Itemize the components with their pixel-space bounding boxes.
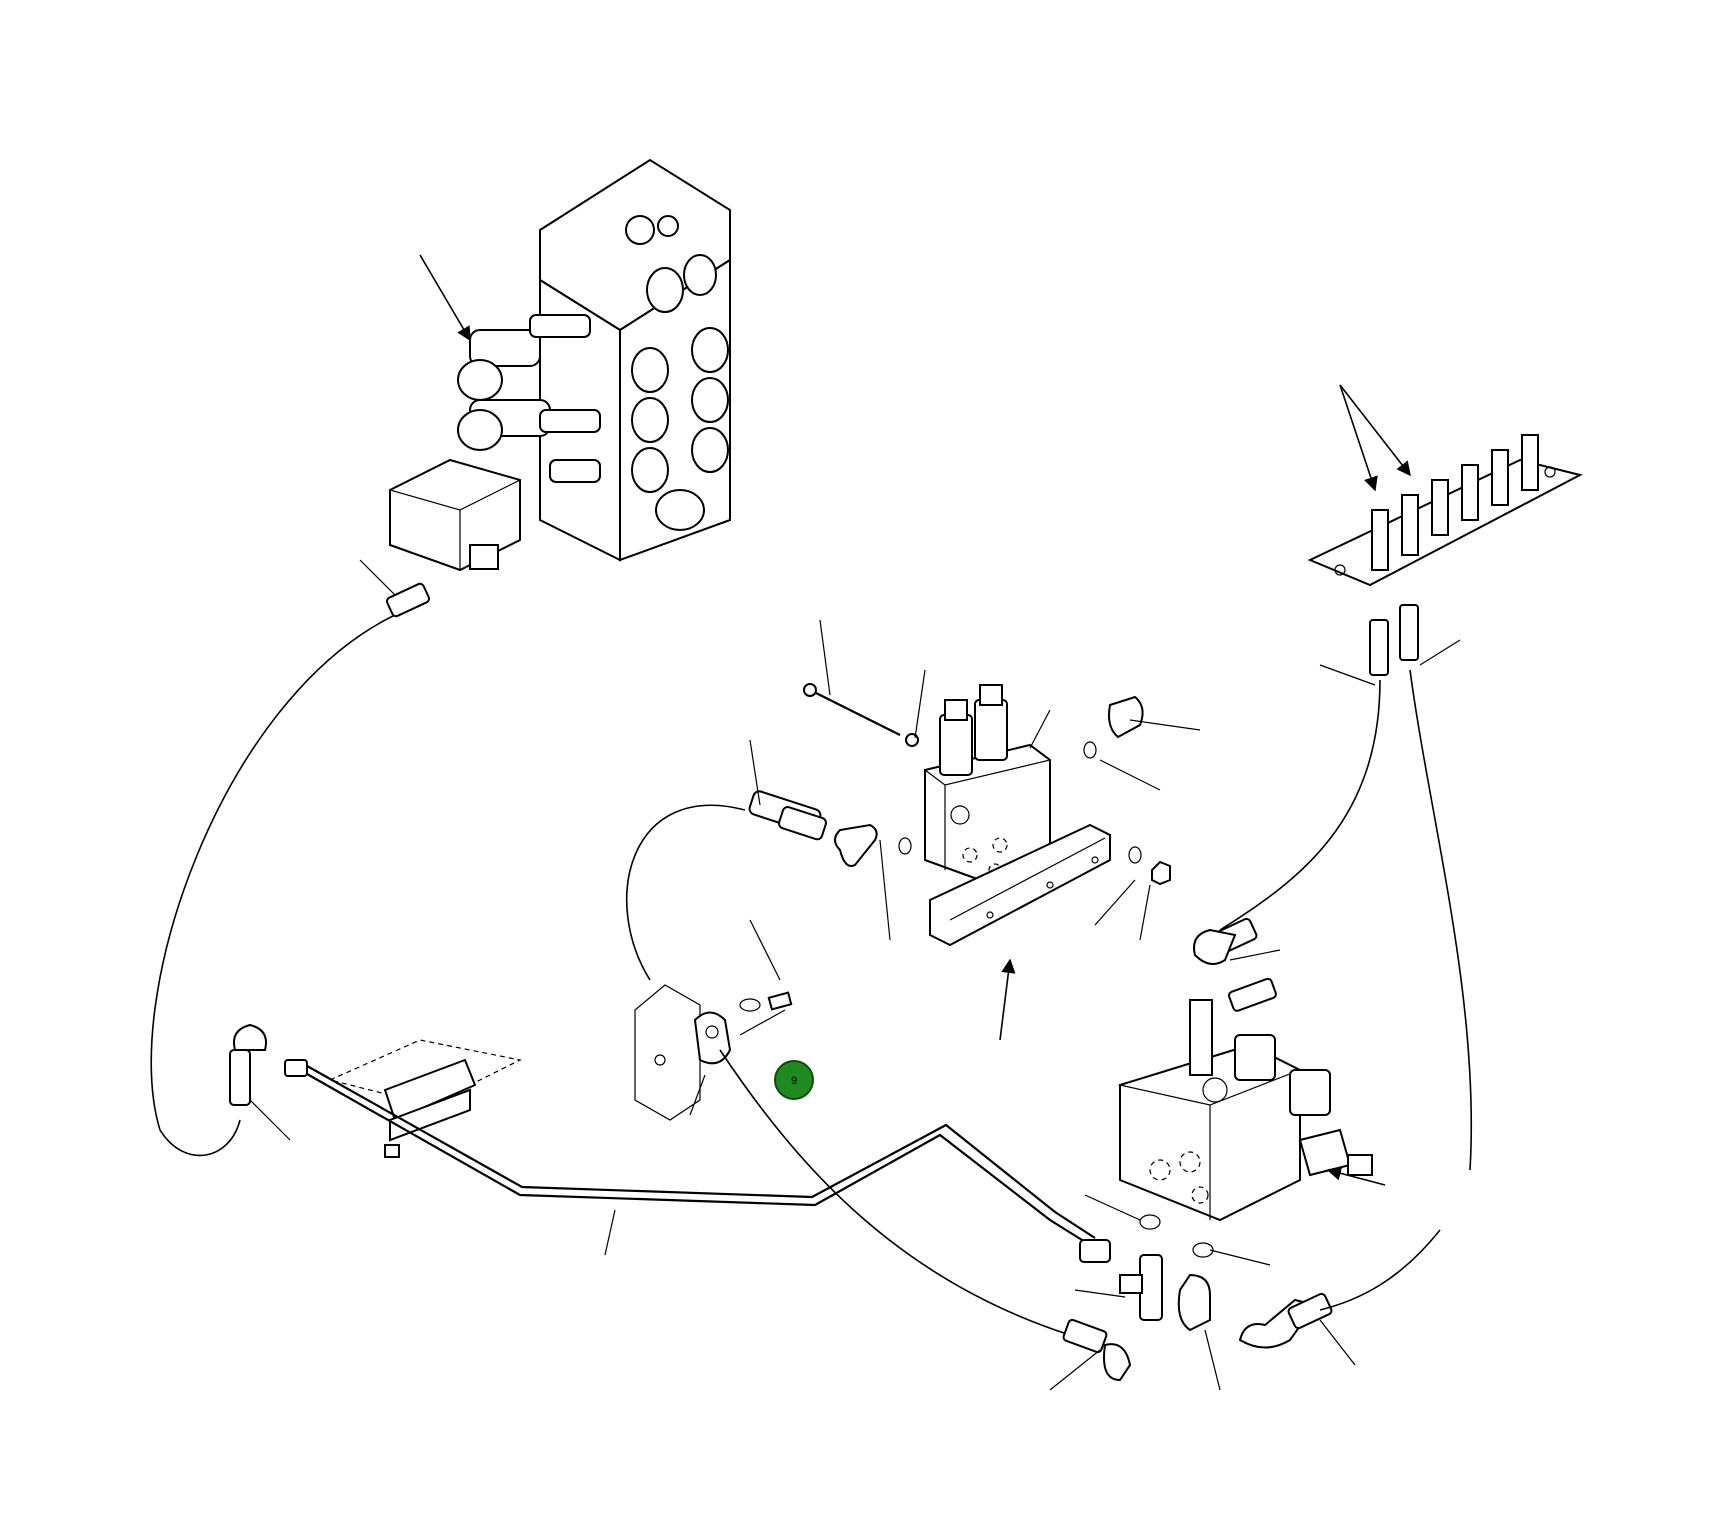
callout-badge-circle — [774, 1060, 814, 1100]
callout-badge[interactable]: 9 — [774, 1060, 814, 1100]
callout-leaders — [249, 254, 1461, 1391]
hoses-and-pipes — [150, 582, 1473, 1382]
solenoid-manifold-block — [803, 683, 1111, 947]
lower-valve-block — [1117, 999, 1373, 1222]
control-valve-assembly — [388, 158, 731, 572]
callout-badge-label: 9 — [791, 1075, 797, 1087]
hose-clamp — [634, 984, 793, 1121]
pipe-clamp-block — [328, 1039, 522, 1158]
fittings-manifold — [748, 695, 1171, 886]
connector-strip — [1307, 434, 1583, 676]
